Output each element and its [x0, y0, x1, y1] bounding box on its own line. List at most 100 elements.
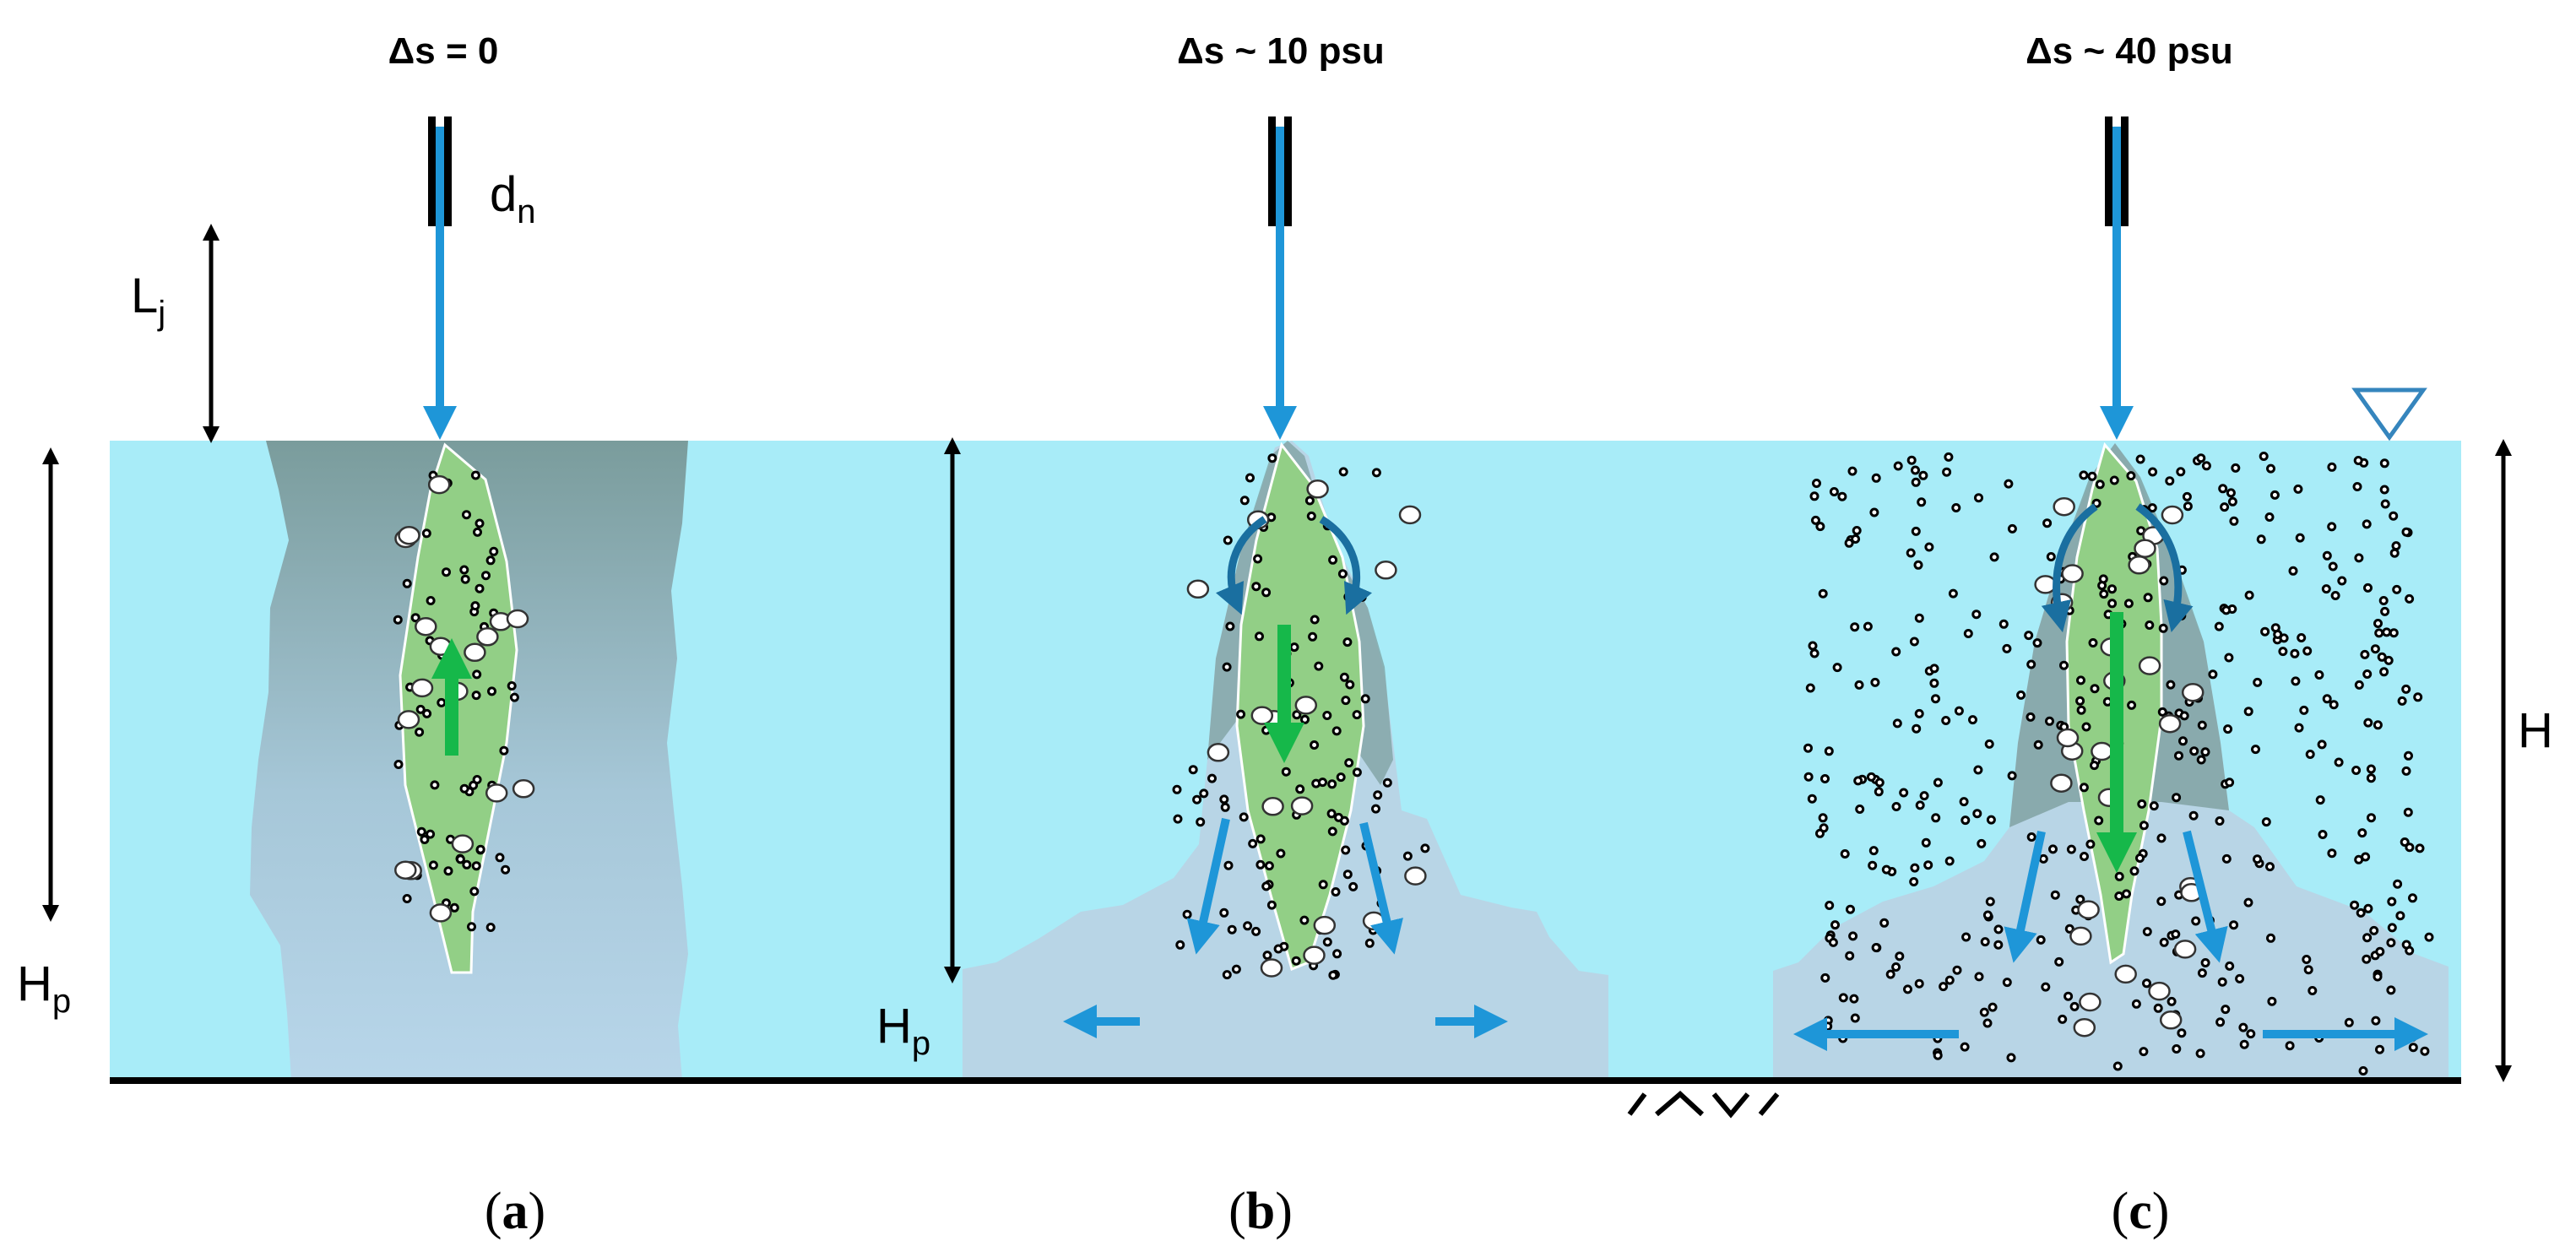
particle-icon — [2397, 696, 2407, 706]
particle-icon — [2244, 590, 2254, 600]
particle-icon — [475, 583, 485, 593]
particle-icon — [1371, 468, 1381, 478]
particle-icon — [2129, 866, 2139, 876]
particle-icon — [1276, 848, 1286, 859]
particle-icon — [1948, 588, 1958, 599]
particle-icon — [1281, 767, 1291, 777]
particle-icon — [1318, 880, 1328, 890]
particle-icon — [2373, 972, 2383, 982]
particle-icon — [422, 708, 432, 718]
particle-icon — [1891, 962, 1901, 972]
particle-icon — [2387, 923, 2397, 933]
particle-icon — [1871, 943, 1881, 952]
particle-icon — [2379, 485, 2389, 495]
particle-icon — [2302, 955, 2312, 964]
particle-icon — [2079, 783, 2089, 793]
particle-icon — [1980, 937, 1990, 947]
particle-icon — [1223, 535, 1233, 545]
particle-icon — [1998, 619, 2009, 629]
particle-icon — [2261, 817, 2271, 827]
particle-icon — [1308, 631, 1318, 642]
particle-icon — [1318, 777, 1327, 788]
particle-icon — [2145, 620, 2155, 630]
particle-icon — [1830, 920, 1840, 930]
particle-icon — [2353, 456, 2363, 465]
particle-icon — [501, 864, 511, 875]
particle-icon — [1918, 470, 1928, 480]
particle-icon — [1845, 951, 1855, 961]
particle-icon — [1222, 662, 1232, 672]
particle-icon — [2189, 746, 2199, 756]
particle-icon — [1866, 772, 1876, 782]
particle-icon — [2314, 670, 2324, 680]
particle-icon — [2182, 491, 2192, 501]
particle-icon — [2352, 482, 2362, 491]
particle-icon — [2294, 723, 2304, 733]
particle-icon — [2091, 498, 2101, 508]
particle-icon — [2107, 584, 2117, 594]
dn-label: dn — [490, 167, 536, 230]
particle-icon — [1910, 863, 1920, 873]
particle-icon — [2059, 660, 2069, 670]
particle-icon — [2246, 1029, 2256, 1039]
particle-icon — [507, 681, 517, 691]
particle-icon — [1993, 940, 2004, 950]
particle-icon — [1304, 496, 1315, 506]
particle-icon — [2278, 647, 2288, 657]
particle-icon — [1917, 497, 1927, 507]
particle-icon — [1267, 453, 1277, 463]
particle-icon — [2329, 700, 2339, 710]
particle-icon — [1382, 777, 1392, 788]
bubble-icon — [1290, 796, 1314, 815]
particle-icon — [2373, 619, 2383, 628]
bubble-icon — [2161, 505, 2184, 525]
particle-icon — [2344, 1017, 2354, 1027]
particle-icon — [393, 615, 403, 625]
bubble-icon — [2061, 564, 2084, 583]
particle-icon — [2229, 516, 2239, 526]
particle-icon — [1314, 661, 1324, 671]
particle-icon — [2389, 511, 2399, 521]
particle-icon — [1986, 815, 1996, 825]
bubble-icon — [415, 616, 437, 637]
particle-icon — [415, 727, 425, 737]
particle-icon — [2191, 916, 2201, 926]
particle-icon — [2293, 484, 2303, 494]
particle-icon — [1807, 794, 1817, 804]
outflow-arrows-c — [1793, 830, 2428, 1051]
particle-icon — [2090, 761, 2099, 771]
particle-icon — [1803, 772, 1814, 782]
curl-arrow-c-right — [2135, 503, 2194, 633]
particle-icon — [1420, 843, 1430, 853]
particle-icon — [2225, 961, 2235, 971]
particle-icon — [2159, 576, 2169, 586]
particle-icon — [2107, 599, 2118, 609]
particle-icon — [1342, 637, 1353, 647]
particle-icon — [1911, 526, 1921, 536]
particle-icon — [2221, 605, 2232, 615]
particle-icon — [2087, 471, 2097, 481]
particle-icon — [2291, 676, 2301, 686]
particle-icon — [2229, 920, 2239, 930]
particle-icon — [2036, 935, 2046, 945]
particle-icon — [2085, 839, 2096, 849]
particle-icon — [2350, 900, 2360, 910]
particle-icon — [1924, 542, 1934, 552]
particle-icon — [415, 704, 426, 714]
particle-icon — [2002, 978, 2012, 988]
particle-icon — [2295, 533, 2305, 543]
particle-icon — [1327, 779, 1337, 789]
particle-icon — [1923, 860, 1933, 870]
particle-icon — [1243, 921, 1253, 931]
particle-icon — [1808, 641, 1818, 651]
nozzle-icon — [2105, 116, 2129, 226]
bed-hatch-icon — [1627, 1090, 1780, 1119]
particle-icon — [2156, 897, 2167, 907]
bubble-icon — [1375, 561, 1397, 580]
bubble-icon — [1186, 579, 1210, 599]
particle-icon — [1909, 877, 1919, 886]
particle-icon — [1913, 560, 1923, 570]
particle-icon — [2112, 1061, 2123, 1071]
particle-icon — [2334, 757, 2344, 767]
particle-icon — [2266, 463, 2275, 474]
